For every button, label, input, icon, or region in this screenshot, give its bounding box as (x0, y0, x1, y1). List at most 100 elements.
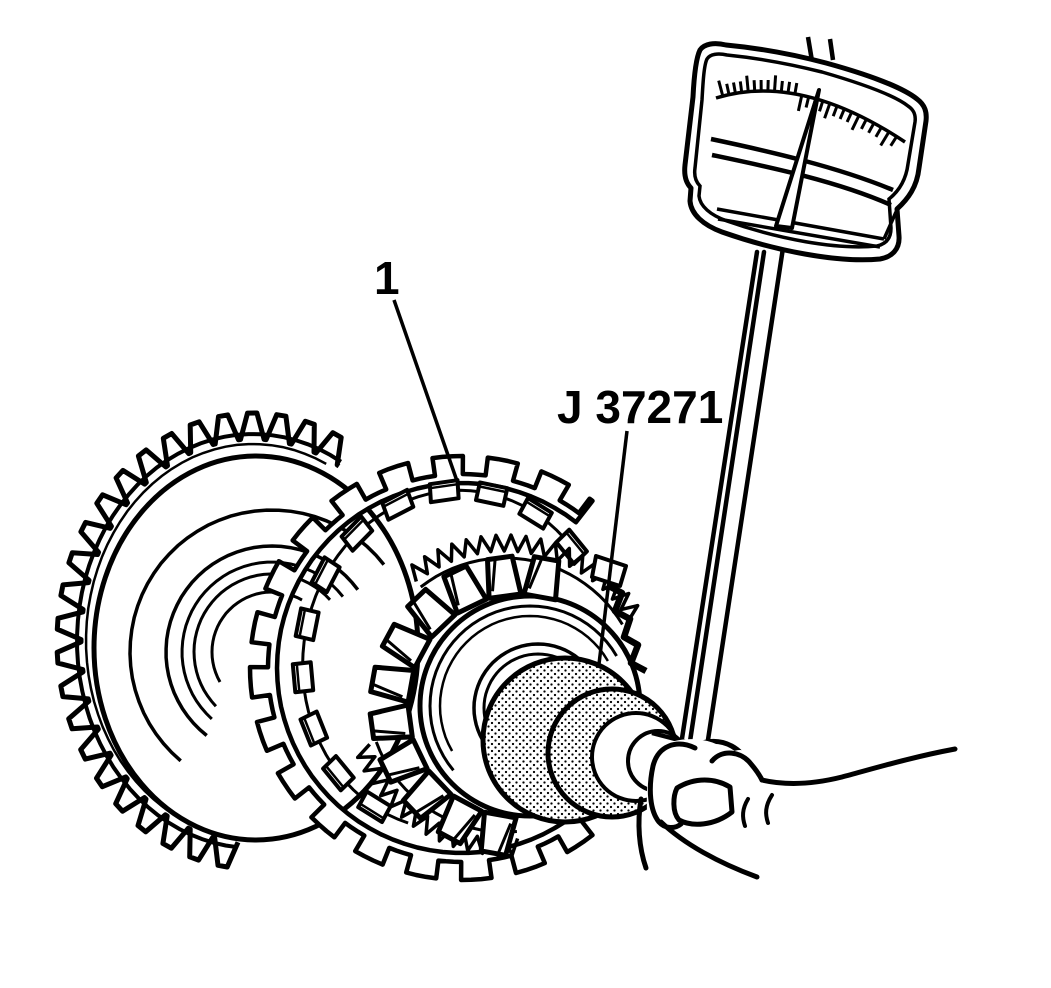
dial-scale-tick (796, 94, 804, 112)
clutch-lug-edge (295, 663, 301, 692)
clutch-lug-edge (302, 717, 316, 745)
torque-wrench (678, 36, 929, 756)
dial-scale-tick (818, 100, 825, 112)
clutch-lug-edge (359, 802, 385, 820)
hand-fill-mask (646, 739, 955, 869)
dial-scale-tick (745, 75, 750, 92)
dial-scale-tick (874, 126, 883, 138)
wrench-dial-gauge (682, 36, 929, 263)
clutch-lug (309, 555, 342, 595)
pinion-tooth-helix-line (414, 794, 445, 815)
dial-scale-tick (717, 80, 725, 97)
clutch-lug (321, 754, 356, 793)
dial-scale-tick (838, 108, 846, 120)
wrench-shaft-line (678, 249, 760, 748)
dial-scale-tick (889, 135, 898, 147)
pinion-tooth-helix-line (527, 557, 544, 589)
callout-1-label: 1 (374, 252, 400, 304)
clutch-lug-edge (383, 492, 409, 508)
dial-scale-tick (879, 131, 891, 147)
clutch-lug-edge (298, 609, 307, 638)
hand-edge-stroke (636, 796, 649, 871)
spline-serration-arc (410, 533, 640, 622)
wrist-top-line (759, 746, 958, 787)
gear-rim-line (75, 432, 343, 850)
wrench-rod-stub (827, 38, 836, 61)
spline-inner-arc (419, 556, 624, 626)
clutch-lug-edge (324, 765, 345, 789)
pinion-tooth-helix-line (386, 766, 420, 777)
dial-needle (774, 88, 821, 230)
pinion-tooth-helix-line (449, 572, 460, 606)
clutch-lug (298, 709, 330, 748)
dial-scale-tick (732, 82, 737, 94)
clutch-lug-edge (565, 531, 586, 555)
motion-mark (741, 797, 750, 828)
knuckle-curve (658, 819, 760, 880)
pinion-tooth-helix-line (371, 729, 406, 735)
callout-1-leader-line (392, 299, 459, 482)
dial-scale-arc (715, 89, 906, 144)
tool-label-leader-line (597, 430, 629, 665)
dial-scale-tick (773, 75, 778, 92)
dial-scale-tick (804, 96, 811, 108)
clutch-lug-edge (429, 482, 458, 490)
pinion-tooth (405, 586, 458, 640)
gear-hub-arc (128, 508, 386, 763)
dial-tray-line (716, 207, 885, 241)
clutch-lug (380, 487, 416, 522)
pinion-tooth-helix-line (371, 682, 403, 699)
dial-tray-line (717, 217, 881, 249)
dial-tray-line (882, 211, 898, 240)
wrench-beam-shaft (678, 245, 786, 756)
pinion-tooth (521, 554, 562, 603)
pinion-tooth (435, 793, 485, 847)
dial-scale-tick (786, 81, 792, 94)
dial-scale-tick (867, 122, 876, 134)
pinion-tooth (379, 621, 433, 671)
pinion-tooth-helix-line (496, 823, 513, 855)
clutch-lug-edge (478, 485, 507, 494)
dial-scale-tick (779, 80, 784, 93)
pinion-hub-arc (472, 642, 595, 759)
clutch-lug (517, 496, 554, 531)
dial-scale-tick (752, 80, 757, 92)
clutch-lug-edge (313, 559, 330, 585)
dial-scale-tick (823, 102, 832, 119)
pinion-tooth (377, 737, 430, 785)
dial-scale-tick (850, 114, 861, 131)
drum-castellated-rim (247, 453, 595, 883)
motion-mark (764, 793, 774, 825)
dial-housing-inner-line (692, 52, 917, 249)
pinion-tooth (478, 809, 519, 858)
clutch-lug-edge (343, 518, 365, 541)
dial-scale-tick (845, 111, 854, 123)
pinion-tooth (400, 768, 454, 821)
index-finger-curve (709, 750, 765, 783)
thumbnail (671, 777, 735, 827)
dial-scale-tick (831, 105, 839, 117)
dial-scale-tick (860, 118, 868, 130)
clutch-plate-lug-ring (290, 478, 589, 825)
tool-label: J 37271 (557, 381, 723, 433)
wrench-shaft-line (703, 245, 786, 756)
pinion-tooth-helix-line (411, 600, 432, 631)
clutch-lug (356, 789, 393, 824)
pinion-rim-arc (438, 614, 609, 752)
pinion-rim-arc (428, 604, 618, 772)
pinion-tooth-helix-line (384, 637, 412, 662)
pinion-tooth (441, 563, 489, 616)
callouts: 1 J 37271 (374, 252, 723, 665)
clutch-drum (247, 453, 595, 883)
dial-scale-tick (738, 81, 744, 93)
dial-scale-tick (725, 83, 731, 95)
hand (636, 739, 958, 880)
pinion-tooth-helix-line (491, 557, 497, 592)
clutch-lug-edge (525, 500, 551, 518)
large-helical-gear (54, 410, 421, 870)
pinion-tooth-helix-line (451, 814, 476, 842)
wrench-rod-stub (805, 36, 815, 62)
drum-edge-zigzag (605, 582, 648, 674)
